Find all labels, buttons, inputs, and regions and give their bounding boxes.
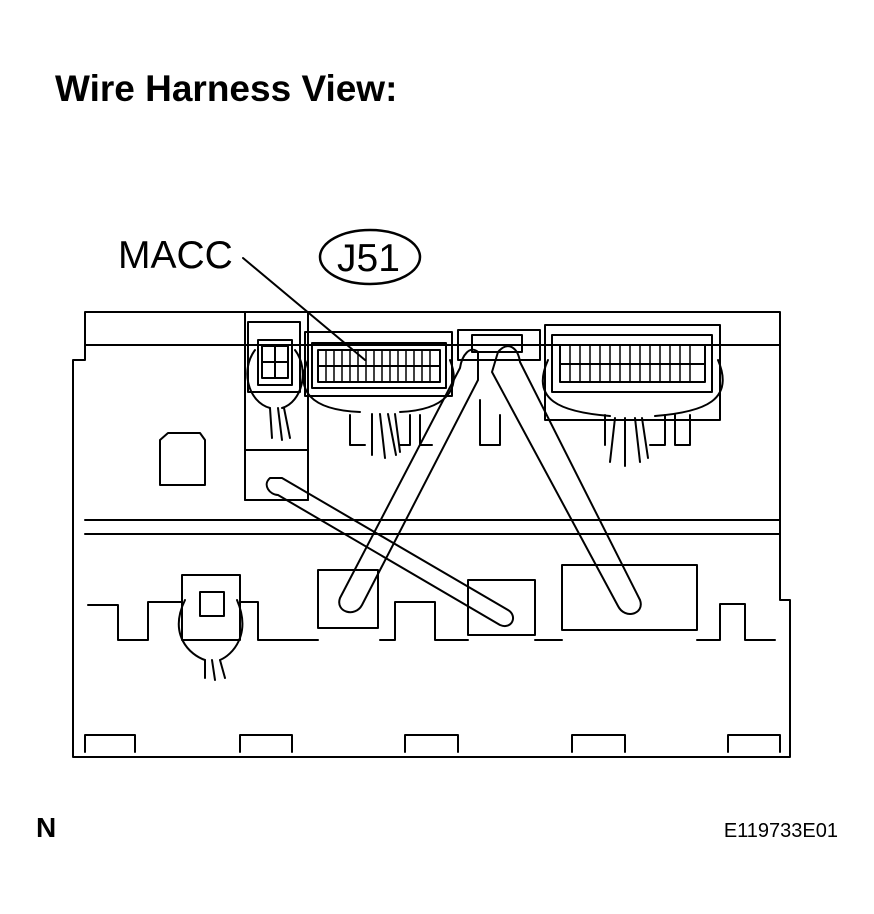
junction-block-body — [72, 311, 791, 758]
figure-code: E119733E01 — [723, 820, 838, 842]
diagram-title: Wire Harness View: — [55, 68, 398, 109]
macc-leader-line — [242, 257, 366, 361]
small-connector-bottom-left — [177, 574, 244, 681]
corner-letter: N — [36, 812, 57, 843]
macc-label: MACC — [118, 234, 233, 277]
harness-tubes — [265, 345, 642, 628]
connector-code-ellipse — [318, 228, 422, 286]
macc-connector — [302, 331, 455, 459]
large-connector-right — [541, 324, 724, 467]
connector-code-label: J51 — [337, 237, 400, 280]
small-connector-left — [246, 321, 304, 441]
